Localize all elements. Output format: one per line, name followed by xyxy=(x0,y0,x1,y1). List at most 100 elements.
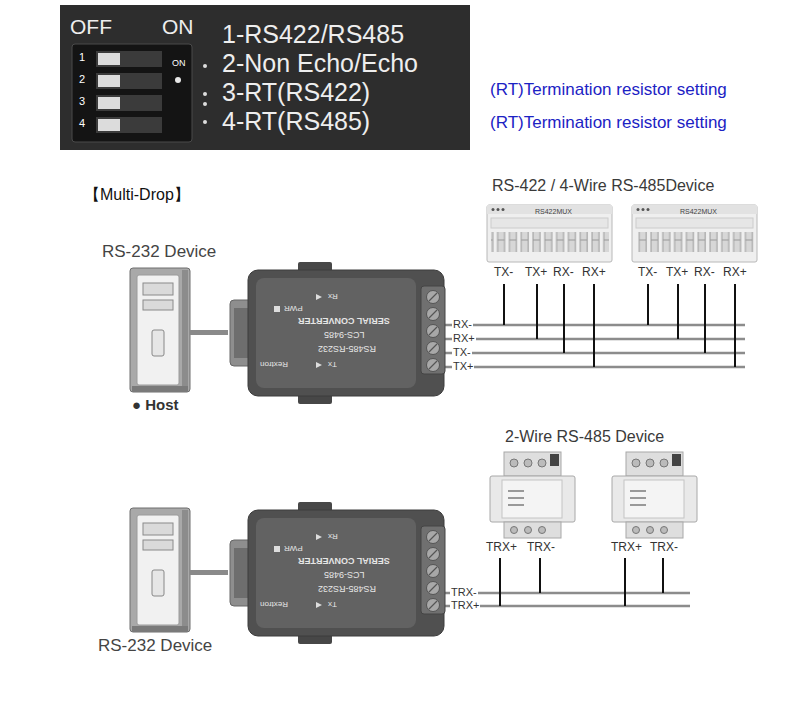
serial-cable xyxy=(190,570,228,575)
pin-name: TX- xyxy=(494,266,513,280)
setting-note: (RT)Termination resistor setting xyxy=(490,80,727,100)
bullet-dot xyxy=(203,64,207,68)
node-text: 1-RS422/RS485 xyxy=(222,20,404,49)
pin-name: RX+ xyxy=(582,266,606,280)
screw-slot xyxy=(429,293,437,369)
tower-base xyxy=(132,386,188,392)
section-heading: 【Multi-Drop】 xyxy=(84,186,190,204)
drive-bay xyxy=(143,283,173,295)
terminal-screw xyxy=(660,459,668,467)
power-button xyxy=(152,570,164,596)
converter-body xyxy=(248,510,444,636)
node-text: RS485-RS232 xyxy=(318,344,376,354)
drive-bay xyxy=(143,300,173,310)
switch-number: 1 xyxy=(79,51,85,64)
pin-name: RX+ xyxy=(723,266,747,280)
switch-knob xyxy=(98,97,120,109)
serial-converter: RextronPWRRxSERIAL CONVERTERLCS-9485RS48… xyxy=(228,268,445,398)
node-text: PWR xyxy=(284,544,303,553)
bus-signal-name: TX+ xyxy=(452,360,474,373)
node-text: LCS-9485 xyxy=(324,330,365,340)
node-text: SERIAL CONVERTER xyxy=(298,316,390,326)
photo-panel xyxy=(60,5,470,150)
device-panel xyxy=(636,218,753,228)
serial-cable xyxy=(190,330,228,335)
bus-wire xyxy=(438,324,745,327)
tower-front xyxy=(137,515,179,625)
pin-name: TRX+ xyxy=(486,541,517,555)
node-text: 3-RT(RS422) xyxy=(222,78,370,107)
drop-wire xyxy=(647,284,649,325)
led xyxy=(637,208,640,211)
din-marking xyxy=(630,497,646,499)
switch-panel: OFFON1-RS422/RS4852-Non Echo/Echo3-RT(RS… xyxy=(60,5,470,150)
drop-wire xyxy=(704,284,706,353)
pc-tower xyxy=(130,268,190,392)
drop-wire xyxy=(677,284,679,339)
drop-wire xyxy=(593,284,595,367)
tower-side xyxy=(182,510,188,630)
drop-wire xyxy=(624,558,626,606)
pin-name: RX- xyxy=(694,266,715,280)
node-text: Rx xyxy=(328,532,338,541)
host-device: RS-232 Device● Host xyxy=(130,268,190,392)
bus-signal-name: TX- xyxy=(452,346,472,359)
dip-switch-body xyxy=(72,44,192,142)
pin-name: TX+ xyxy=(666,266,688,280)
switch-slot xyxy=(96,117,162,133)
bus-signal-name: TRX+ xyxy=(450,599,480,612)
bullet-dot xyxy=(203,102,207,106)
din-front xyxy=(624,480,684,518)
drop-wire xyxy=(734,284,736,367)
led-window xyxy=(274,306,280,312)
din-connector xyxy=(550,454,559,466)
terminal-screw xyxy=(539,527,546,534)
led-arrow xyxy=(316,294,322,300)
din-marking xyxy=(508,497,524,499)
din-device-top xyxy=(626,452,683,476)
tower-side xyxy=(182,270,188,390)
terminal-screw xyxy=(661,527,668,534)
node-heading: RS-232 Device xyxy=(102,242,216,262)
terminal-block xyxy=(421,526,445,614)
terminal-screw xyxy=(510,459,518,467)
device-panel xyxy=(491,218,608,228)
pin-name: TX+ xyxy=(525,266,547,280)
din-front xyxy=(502,480,562,518)
setting-note: (RT)Termination resistor setting xyxy=(490,113,727,133)
on-marker-dot xyxy=(175,77,181,83)
led xyxy=(642,208,645,211)
terminal-screw xyxy=(538,459,546,467)
led xyxy=(497,208,500,211)
din-device-body xyxy=(490,476,575,522)
bullet-dot xyxy=(203,92,207,96)
node-heading: Rextron xyxy=(260,600,288,609)
led-arrow xyxy=(316,602,322,608)
din-device-top xyxy=(504,452,561,476)
device-group-heading: 2-Wire RS-485 Device xyxy=(505,428,664,446)
din-connector xyxy=(672,454,681,466)
din-marking xyxy=(508,504,524,506)
led-arrow xyxy=(316,362,322,368)
tower-front xyxy=(137,275,179,385)
node-text: 4-RT(RS485) xyxy=(222,107,370,136)
drop-wire xyxy=(499,558,501,606)
node-text: ● Host xyxy=(132,396,179,413)
bullet-dot xyxy=(203,120,207,124)
din-device-body xyxy=(612,476,697,522)
switch-knob xyxy=(98,119,120,131)
led xyxy=(492,208,495,211)
pc-tower xyxy=(130,508,190,632)
led xyxy=(502,208,505,211)
drop-wire xyxy=(539,558,541,593)
device-model: RS422MUX xyxy=(535,208,572,216)
switch-on-mark: ON xyxy=(172,58,186,68)
db9-insert xyxy=(234,308,248,358)
pin-name: TRX+ xyxy=(611,541,642,555)
node-text: ON xyxy=(162,15,194,39)
switch-slot xyxy=(96,73,162,89)
terminal-screw xyxy=(511,527,518,534)
